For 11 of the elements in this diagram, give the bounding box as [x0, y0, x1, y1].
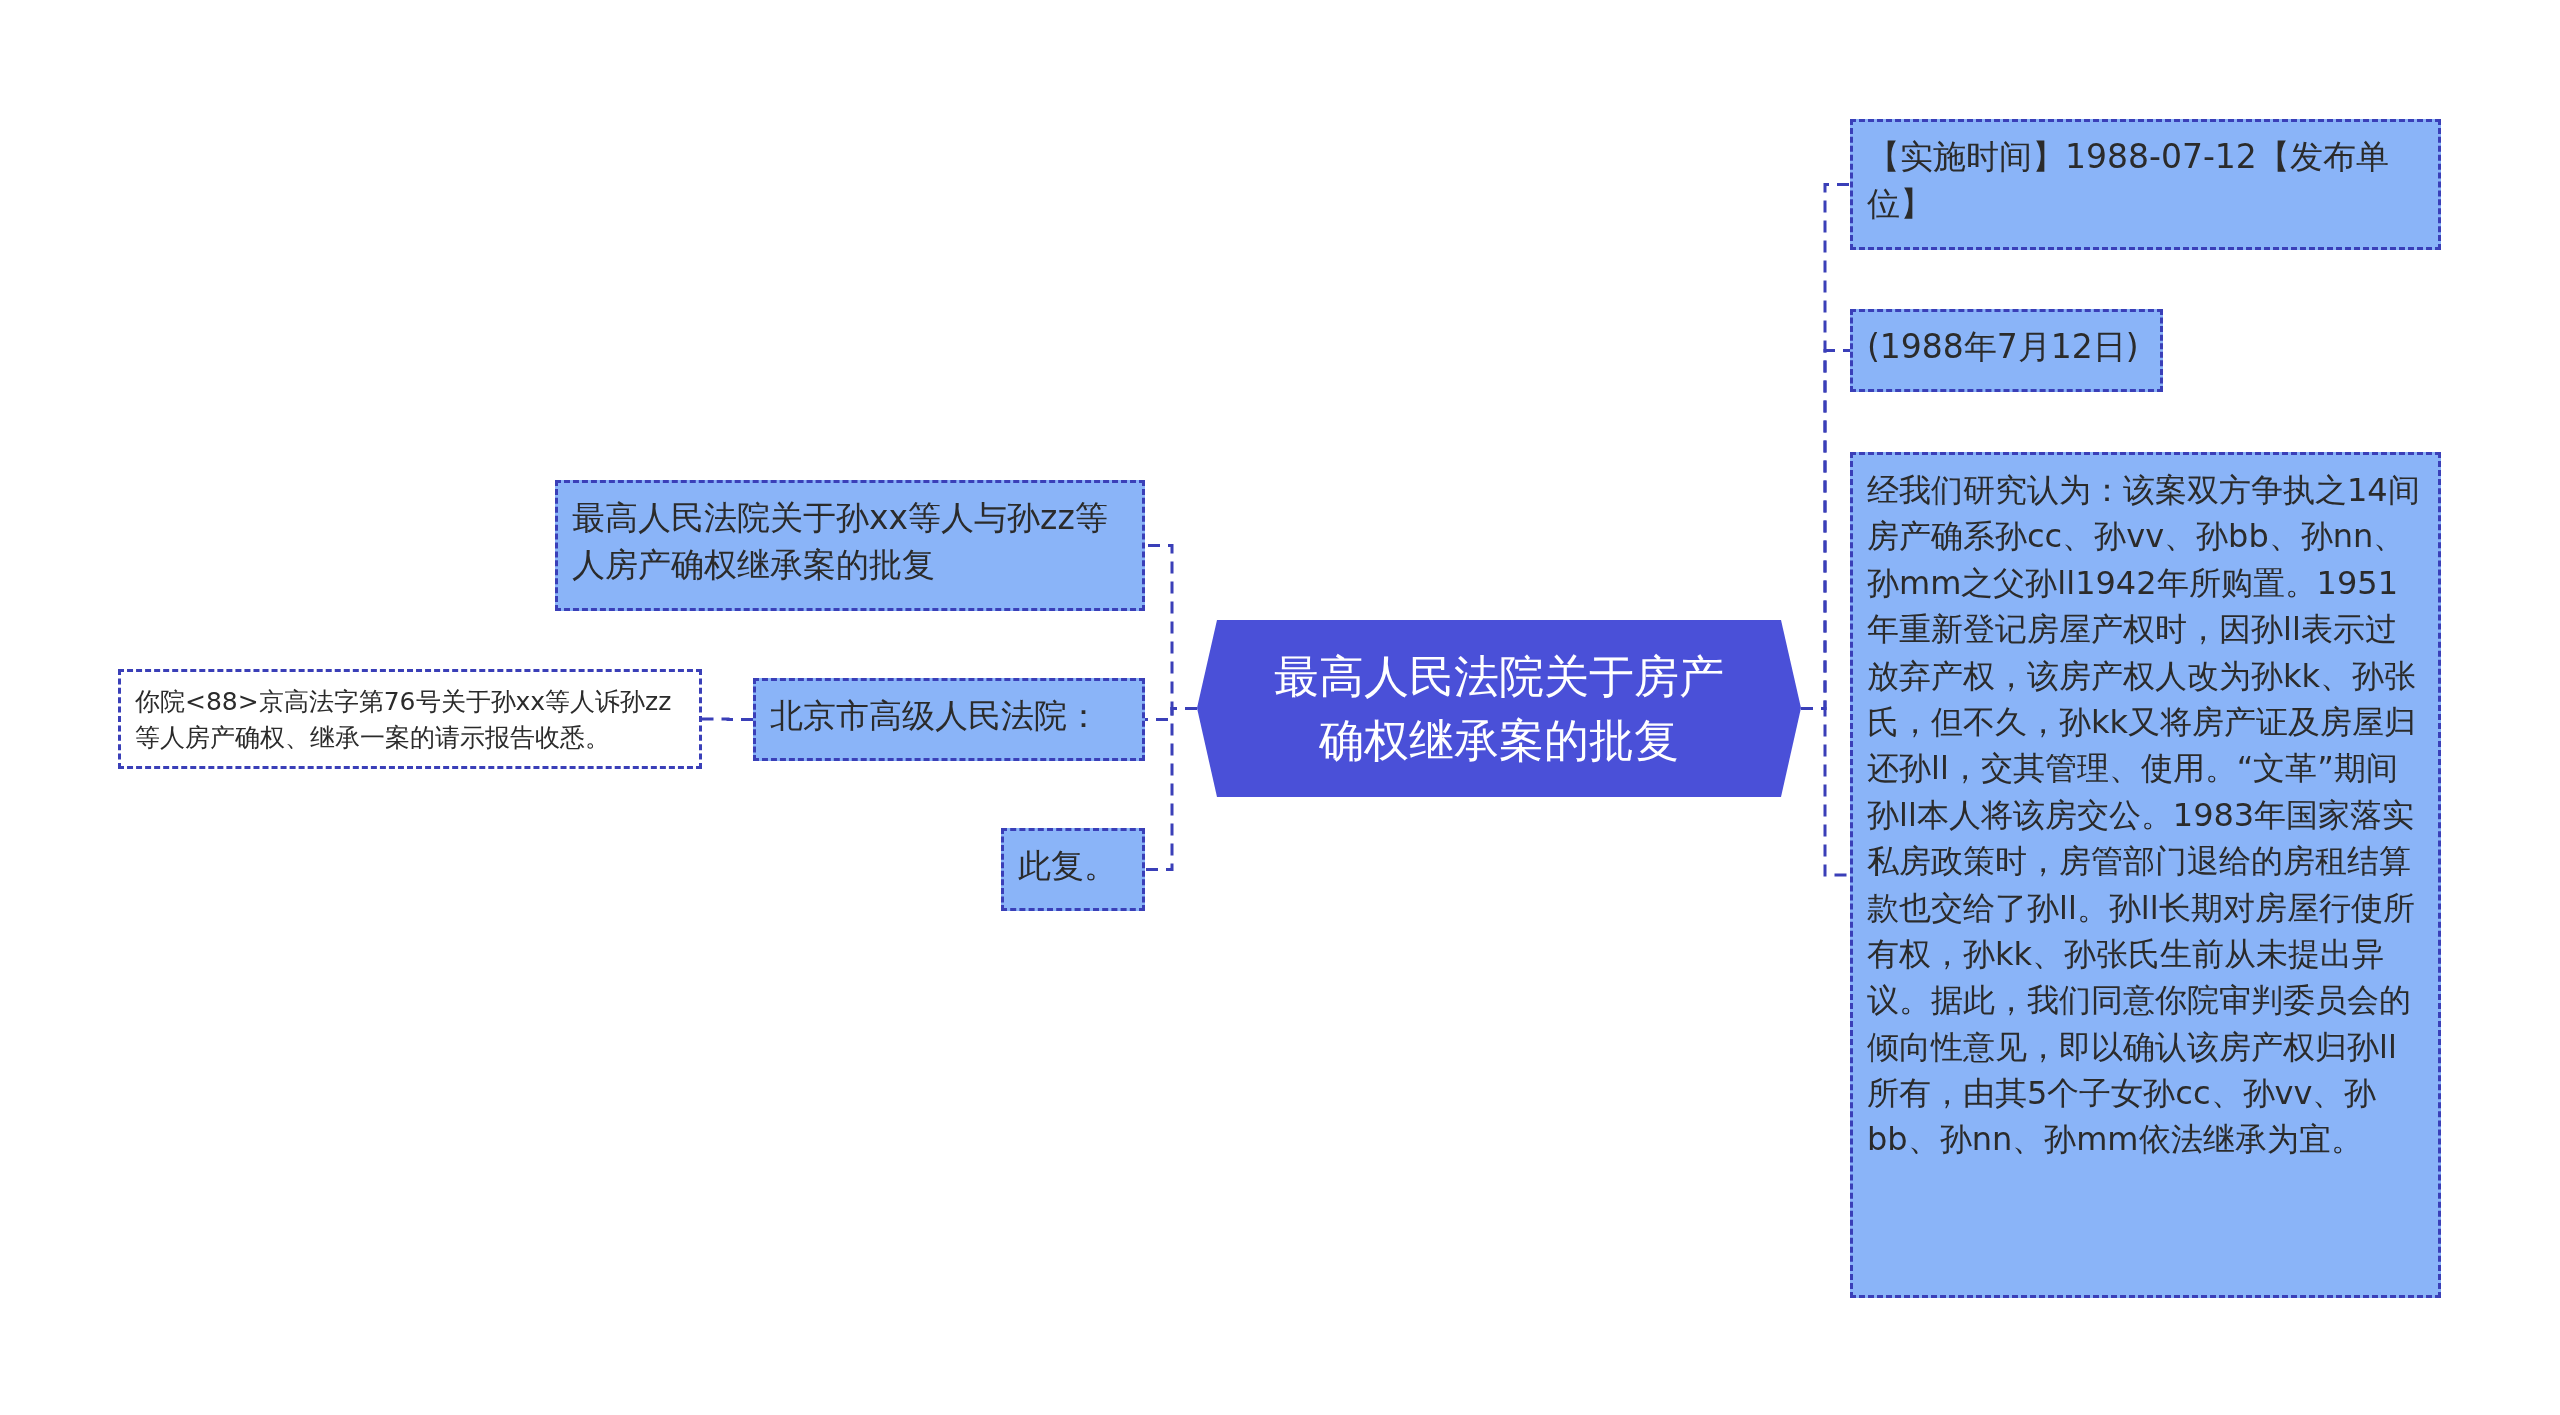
connector-line — [1145, 707, 1197, 871]
connector-line — [1801, 707, 1850, 877]
info-box: (1988年7月12日) — [1850, 309, 2163, 392]
info-box: 最高人民法院关于孙xx等人与孙zz等人房产确权继承案的批复 — [555, 480, 1145, 611]
info-box: 【实施时间】1988-07-12【发布单位】 — [1850, 119, 2441, 250]
connector-line — [702, 717, 753, 721]
info-box: 此复。 — [1001, 828, 1145, 911]
info-box: 北京市高级人民法院： — [753, 678, 1145, 761]
topic-hexagon: 最高人民法院关于房产确权继承案的批复 — [1197, 620, 1801, 797]
info-box: 经我们研究认为：该案双方争执之14间房产确系孙cc、孙vv、孙bb、孙nn、孙mm之父孙ll1942年所购置。1951年重新登记房屋产权时，因孙ll表示过放弃产权，该房产权人改为孙kk、孙张氏，但不久，孙kk又将房产证及房屋归还孙ll，交其管理、使用。“文革”期间孙ll本人将该房交公。1983年国家落实私房政策时，房管部门退给的房租结算款也交给了孙ll。孙ll长期对房屋行使所有权，孙kk、孙张氏生前从未提出异议。据此，我们同意你院审判委员会的倾向性意见，即以确认该房产权归孙ll所有，由其5个子女孙cc、孙vv、孙bb、孙nn、孙mm依法继承为宜。 — [1850, 452, 2441, 1298]
detail-box: 你院<88>京高法字第76号关于孙xx等人诉孙zz等人房产确权、继承一案的请示报告收悉。 — [118, 669, 702, 769]
